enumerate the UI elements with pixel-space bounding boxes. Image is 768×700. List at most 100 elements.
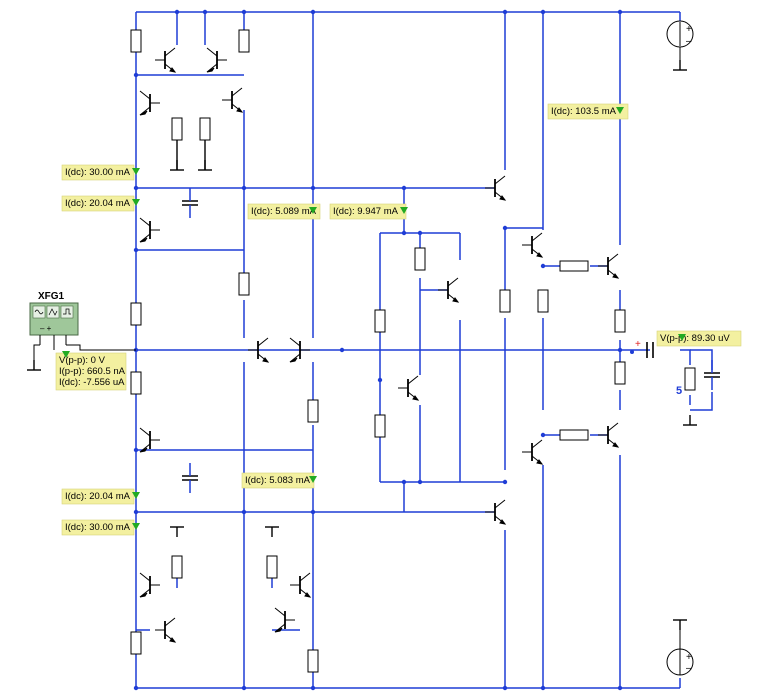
junction-dot <box>502 9 508 15</box>
transistor-u16[interactable] <box>438 277 460 303</box>
transistor-u7[interactable] <box>289 337 310 363</box>
transistor-u17[interactable] <box>155 47 177 73</box>
probe-right1035[interactable]: I(dc): 103.5 mA <box>547 103 629 120</box>
junction-dot <box>540 9 546 15</box>
probe-input[interactable]: V(p-p): 0 VI(p-p): 660.5 nAI(dc): -7.556… <box>55 351 127 391</box>
resistor-r9[interactable] <box>614 309 626 333</box>
transistor-u12[interactable] <box>290 572 312 598</box>
resistor-r2[interactable] <box>238 29 250 53</box>
probe-arrow-icon <box>132 168 140 175</box>
transistor-u9[interactable] <box>139 427 160 453</box>
transistor-u20[interactable] <box>274 607 295 633</box>
junction-dot <box>417 479 423 485</box>
junction-dot <box>202 9 208 15</box>
resistor-r11[interactable] <box>307 399 319 423</box>
transistor-u1[interactable] <box>139 90 160 116</box>
probe-mid9947[interactable]: I(dc): 9.947 mA <box>329 203 408 220</box>
resistor-r4[interactable] <box>559 260 589 272</box>
capacitor-c5[interactable] <box>182 188 198 218</box>
svg-text:+: + <box>686 24 692 35</box>
probe-arrow-icon <box>132 492 140 499</box>
resistor-r6[interactable] <box>130 302 142 326</box>
resistor-r15[interactable] <box>374 414 386 438</box>
junction-dot <box>241 9 247 15</box>
probe-mid5089[interactable]: I(dc): 5.089 mA <box>247 203 321 220</box>
probe-reading: I(p-p): 660.5 nA <box>59 366 126 377</box>
output-node-dot <box>630 350 634 354</box>
resistor-r3[interactable] <box>171 117 183 141</box>
resistor-r19[interactable] <box>266 555 278 579</box>
probe-reading: I(dc): 30.00 mA <box>65 167 131 178</box>
dc-source-v1[interactable]: + – <box>666 20 694 68</box>
transistor-u13[interactable] <box>598 422 620 448</box>
junction-dot <box>377 377 383 383</box>
svg-text:+: + <box>686 652 692 663</box>
transistor-u8[interactable] <box>398 375 420 401</box>
transistor-u3[interactable] <box>139 217 160 243</box>
probe-top20[interactable]: I(dc): 20.04 mA <box>61 195 140 212</box>
transistor-u14[interactable] <box>485 175 507 201</box>
svg-text:–: – <box>686 36 692 47</box>
junction-dot <box>617 347 623 353</box>
junction-dot <box>310 9 316 15</box>
resistor-r10[interactable] <box>130 371 142 395</box>
resistor-r13[interactable] <box>684 367 696 391</box>
resistor-r5[interactable] <box>559 429 589 441</box>
polarity-mark: + <box>635 339 641 350</box>
transistor-u2[interactable] <box>222 87 244 113</box>
resistor-r16[interactable] <box>499 289 511 313</box>
capacitor-c6[interactable] <box>182 463 198 493</box>
resistor-r12[interactable] <box>614 361 626 385</box>
junction-dot <box>310 509 316 515</box>
probe-mid5083[interactable]: I(dc): 5.083 mA <box>241 472 317 489</box>
junction-dot <box>174 9 180 15</box>
node-label: 5 <box>676 385 682 397</box>
junction-dot <box>401 479 407 485</box>
junction-dot <box>502 479 508 485</box>
probe-reading: I(dc): 103.5 mA <box>551 106 617 117</box>
capacitor-c2[interactable] <box>704 360 720 390</box>
probe-top30[interactable]: I(dc): 30.00 mA <box>61 164 140 181</box>
resistor-r18[interactable] <box>199 117 211 141</box>
function-generator[interactable]: – + XFG1 <box>29 291 136 370</box>
resistor-r22[interactable] <box>307 649 319 673</box>
transistor-u19[interactable] <box>155 617 177 643</box>
probe-reading: I(dc): 9.947 mA <box>333 206 399 217</box>
capacitor-c3[interactable] <box>646 342 654 358</box>
resistor-r8[interactable] <box>374 309 386 333</box>
transistor-u5[interactable] <box>598 253 620 279</box>
transistor-u18[interactable] <box>206 47 227 73</box>
resistor-r7[interactable] <box>238 272 250 296</box>
ground-symbol <box>265 526 279 537</box>
junction-dot <box>540 685 546 691</box>
transistor-u4[interactable] <box>522 232 544 258</box>
junction-dot <box>241 509 247 515</box>
junction-dot <box>339 347 345 353</box>
resistor-r20[interactable] <box>171 555 183 579</box>
probe-reading: V(p-p): 0 V <box>59 355 106 366</box>
probe-reading: I(dc): -7.556 uA <box>59 377 125 388</box>
resistor-r1[interactable] <box>130 29 142 53</box>
transistor-u15[interactable] <box>485 499 507 525</box>
probe-reading: I(dc): 5.083 mA <box>245 475 311 486</box>
transistor-u11[interactable] <box>139 572 160 598</box>
junction-dot <box>241 685 247 691</box>
probe-arrow-icon <box>616 107 624 114</box>
probe-output[interactable]: V(p-p): 89.30 uV <box>656 330 742 347</box>
dc-source-v4[interactable]: + – <box>666 630 694 676</box>
ground-symbol <box>683 415 697 426</box>
junction-dot <box>310 685 316 691</box>
svg-text:–: – <box>686 663 692 674</box>
probe-bot30[interactable]: I(dc): 30.00 mA <box>61 519 140 536</box>
probe-bot20[interactable]: I(dc): 20.04 mA <box>61 488 140 505</box>
transistor-u10[interactable] <box>522 439 544 465</box>
resistor-r17[interactable] <box>414 247 426 271</box>
resistor-r14[interactable] <box>537 289 549 313</box>
resistor-r21[interactable] <box>130 631 142 655</box>
transistor-u6[interactable] <box>248 337 270 363</box>
probe-arrow-icon <box>678 334 686 341</box>
ground-symbol <box>673 619 687 630</box>
probe-arrow-icon <box>62 351 70 358</box>
probe-reading: I(dc): 5.089 mA <box>251 206 317 217</box>
